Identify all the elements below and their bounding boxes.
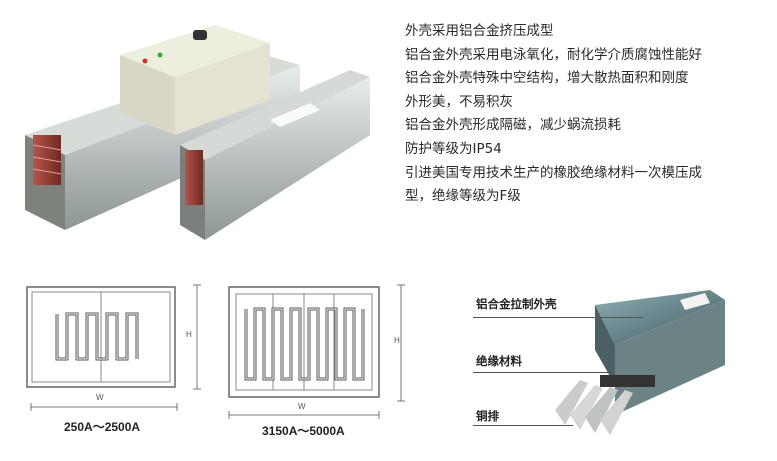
height-dimension-line [397, 284, 405, 402]
cross-section-caption: 250A～2500A [64, 420, 141, 434]
height-label: H [394, 336, 400, 345]
feature-item: 外壳采用铝合金挤压成型 [405, 23, 554, 39]
callout-leader-line [473, 425, 573, 426]
feature-item: 铝合金外壳特殊中空结构，增大散热面积和刚度 [405, 70, 689, 86]
feature-item: 引进美国专用技术生产的橡胶绝缘材料一次模压成 [405, 165, 702, 181]
cross-section-caption: 3150A～5000A [262, 424, 345, 438]
busway-plug-in-unit-photo [25, 25, 300, 230]
height-dimension-line [193, 284, 201, 390]
callout-label: 铜排 [476, 409, 499, 423]
callout-leader-line [473, 372, 613, 373]
callout-leader-line [473, 317, 643, 318]
cross-section-diagram-large [228, 286, 380, 398]
width-dimension-line [30, 403, 178, 411]
busway-straight-section-photo [180, 70, 370, 240]
callout-label: 绝缘材料 [476, 354, 522, 368]
width-label: W [298, 402, 306, 411]
busway-cutaway-photo [555, 290, 725, 435]
cross-section-diagram-small [26, 286, 176, 388]
feature-item: 铝合金外壳采用电泳氧化，耐化学介质腐蚀性能好 [405, 47, 702, 63]
feature-item: 防护等级为IP54 [405, 141, 502, 157]
width-dimension-line [228, 411, 380, 419]
height-label: H [186, 330, 192, 339]
feature-item: 外形美，不易积灰 [405, 94, 513, 110]
feature-item: 铝合金外壳形成隔磁，减少蜗流损耗 [405, 117, 621, 133]
callout-label: 铝合金拉制外壳 [476, 297, 557, 311]
width-label: W [96, 393, 104, 402]
feature-item: 型，绝缘等级为F级 [405, 188, 521, 204]
